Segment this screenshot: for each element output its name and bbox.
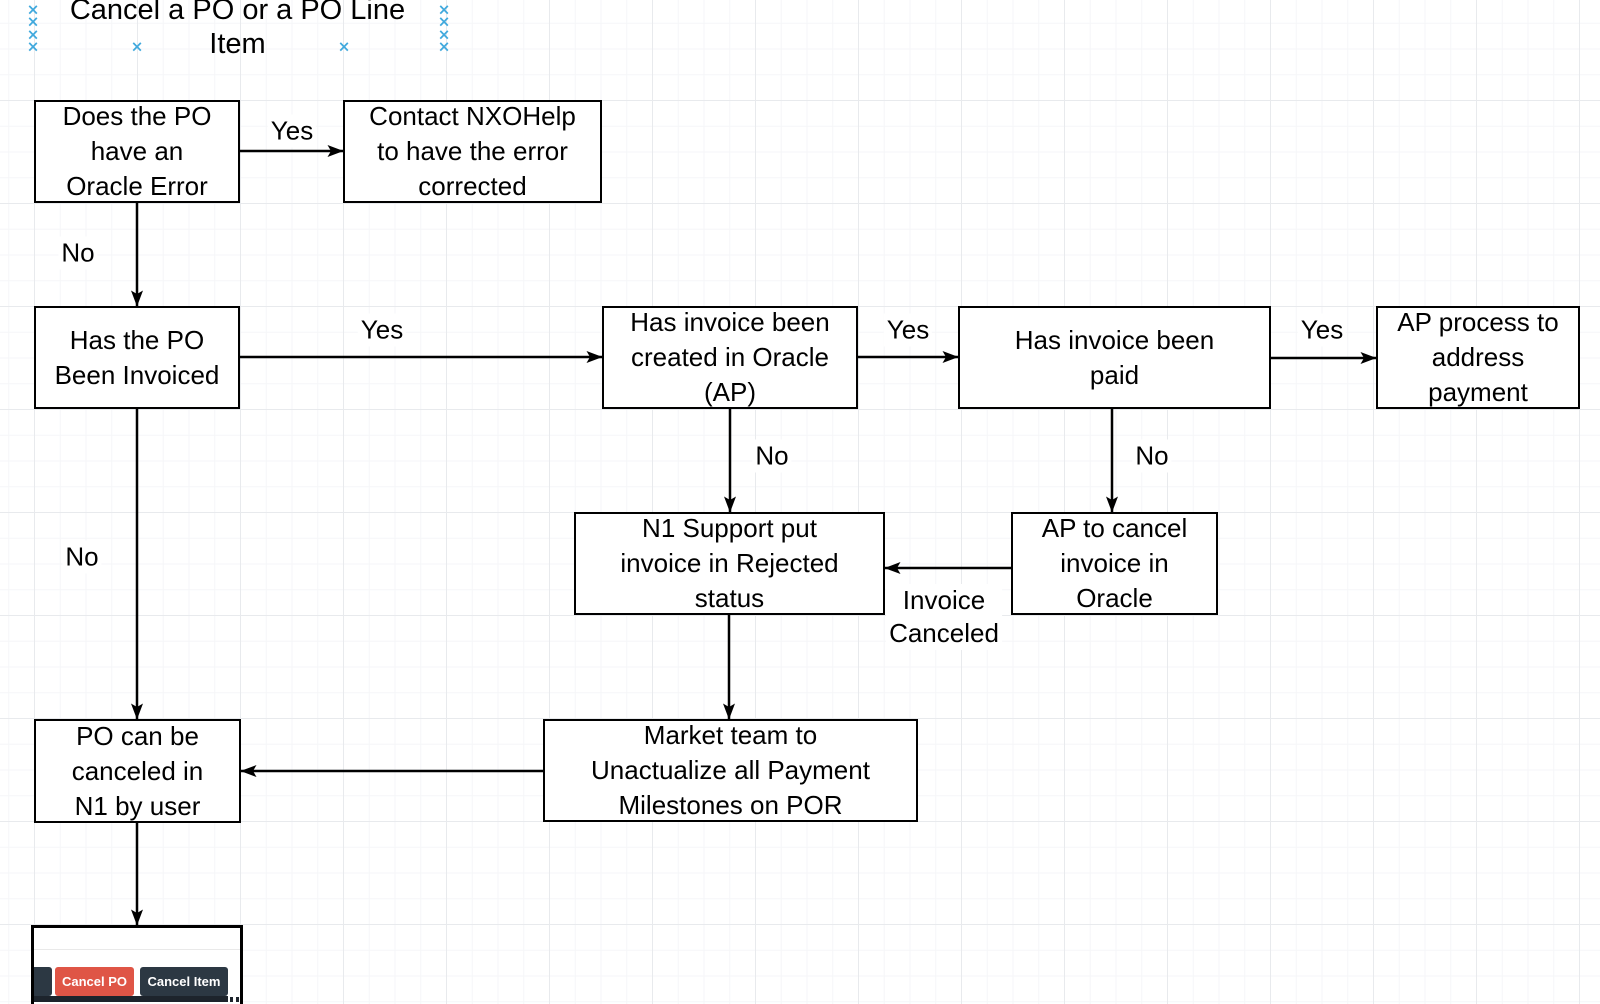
cancel-item-button: Cancel Item	[140, 967, 228, 996]
edge-label-paid-no[interactable]: No	[1132, 439, 1172, 473]
connection-point-x-icon: ×	[437, 0, 451, 19]
po-cancel-screenshot-image[interactable]: Cancel PO Cancel Item	[31, 925, 243, 1004]
flow-node-n1-support-rejected[interactable]: N1 Support put invoice in Rejected statu…	[574, 512, 885, 615]
flow-node-has-invoice-paid[interactable]: Has invoice been paid	[958, 306, 1271, 409]
cancel-po-button: Cancel PO	[55, 967, 134, 996]
screenshot-divider-line	[34, 949, 240, 950]
edge-label-paid-yes[interactable]: Yes	[1297, 313, 1347, 347]
flow-node-ap-cancel-invoice[interactable]: AP to cancel invoice in Oracle	[1011, 512, 1218, 615]
connection-point-x-icon: ×	[130, 37, 144, 56]
edge-label-created-no[interactable]: No	[752, 439, 792, 473]
flow-node-does-po-have-oracle-error[interactable]: Does the PO have an Oracle Error	[34, 100, 240, 203]
flow-node-market-team-unactualize[interactable]: Market team to Unactualize all Payment M…	[543, 719, 918, 822]
flow-node-has-po-been-invoiced[interactable]: Has the PO Been Invoiced	[34, 306, 240, 409]
connection-point-x-icon: ×	[26, 0, 40, 19]
flow-node-has-invoice-created[interactable]: Has invoice been created in Oracle (AP)	[602, 306, 858, 409]
clipped-button	[34, 967, 52, 996]
connection-point-x-icon: ×	[26, 12, 40, 31]
screenshot-bottom-bar	[34, 996, 228, 1002]
edge-label-invoiced-no[interactable]: No	[62, 540, 102, 574]
connection-point-x-icon: ×	[26, 25, 40, 44]
edge-label-invoiced-yes[interactable]: Yes	[357, 313, 407, 347]
edge-label-created-yes[interactable]: Yes	[883, 313, 933, 347]
flow-node-contact-nxohelp[interactable]: Contact NXOHelp to have the error correc…	[343, 100, 602, 203]
connection-point-x-icon: ×	[337, 37, 351, 56]
connection-point-x-icon: ×	[26, 37, 40, 56]
screenshot-corner-dots	[230, 997, 240, 1002]
flow-node-po-can-be-canceled[interactable]: PO can be canceled in N1 by user	[34, 719, 241, 823]
diagram-title[interactable]: Cancel a PO or a PO Line Item	[69, 0, 406, 60]
edge-label-oracle-error-yes[interactable]: Yes	[267, 114, 317, 148]
connection-point-x-icon: ×	[437, 25, 451, 44]
connection-point-x-icon: ×	[437, 37, 451, 56]
edge-label-invoice-canceled[interactable]: Invoice Canceled	[886, 584, 1002, 650]
connection-point-x-icon: ×	[437, 12, 451, 31]
flow-node-ap-process-payment[interactable]: AP process to address payment	[1376, 306, 1580, 409]
edge-label-oracle-error-no[interactable]: No	[58, 236, 98, 270]
